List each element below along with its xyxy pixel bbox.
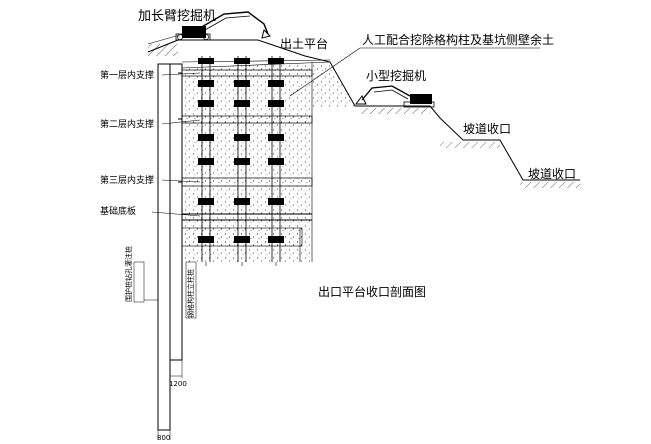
lattice-column-2	[234, 56, 250, 262]
label-foundation-slab: 基础底板	[100, 205, 136, 217]
label-pile-note-right: 钢格构柱立柱桩	[186, 269, 195, 318]
lattice-column-3	[268, 56, 284, 262]
removal-leader	[289, 47, 540, 97]
label-dim-1200: 1200	[169, 380, 187, 388]
label-ramp-close-2: 坡道收口	[528, 167, 576, 181]
column-pile-bottoms	[205, 62, 313, 266]
label-brace-level-2: 第二层内支撑	[100, 118, 154, 130]
label-brace-level-3: 第三层内支撑	[100, 174, 154, 186]
brace-leaders	[151, 72, 201, 217]
small-excavator	[355, 85, 435, 108]
label-pile-note-left: 围护桩钻孔灌注桩	[124, 246, 133, 302]
label-small-excavator: 小型挖掘机	[366, 68, 426, 83]
label-exit-platform: 出土平台	[280, 36, 328, 51]
pile-note-markers	[133, 261, 197, 319]
label-long-arm-excavator: 加长臂挖掘机	[138, 9, 216, 24]
long-arm-excavator	[175, 11, 271, 41]
label-manual-removal: 人工配合挖除格构柱及基坑侧壁余土	[362, 32, 554, 47]
brace-level-2-beam	[178, 115, 313, 124]
dimension-marks	[157, 360, 183, 440]
label-brace-level-1: 第一层内支撑	[100, 69, 154, 81]
label-dim-800: 800	[157, 434, 170, 442]
lattice-column-1	[198, 56, 214, 262]
label-ramp-close-1: 坡道收口	[463, 122, 511, 136]
label-section-title: 出口平台收口剖面图	[318, 284, 426, 299]
